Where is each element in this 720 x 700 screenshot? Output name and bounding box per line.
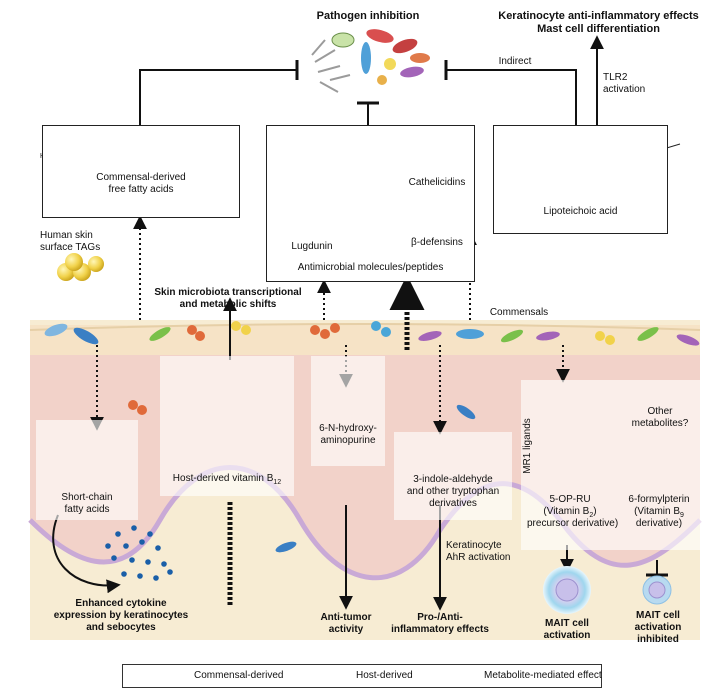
antitumor-label-line2: activity (328, 624, 364, 635)
mait-inhibited-line3: inhibited (637, 634, 679, 645)
lta-inhibit-line (446, 69, 577, 125)
legend-metabolite-label: Metabolite-mediated effect (484, 670, 602, 681)
ffa-label-line1: Commensal-derived (96, 172, 186, 183)
ffa-inhibit-line (139, 69, 297, 125)
antitumor-label-line1: Anti-tumor (320, 612, 372, 623)
legend-commensal-label: Commensal-derived (194, 670, 284, 681)
hydroxy-label-line1: 6-N-hydroxy- (319, 423, 377, 434)
fp-label-line1: 6-formylpterin (628, 494, 690, 505)
mast-cell-label: Mast cell differentiation (537, 23, 660, 35)
proanti-label-line1: Pro-/Anti- (417, 612, 463, 623)
skin-microbiota-label-line2: and metabolic shifts (179, 299, 277, 310)
tag-balls (57, 253, 104, 281)
mait-cell-activated (543, 566, 591, 614)
fp-label-line2: (Vitamin B9 (634, 506, 684, 519)
ffa-label-line2: free fatty acids (108, 184, 174, 195)
cathelicidins-label: Cathelicidins (408, 177, 466, 188)
proanti-label-line2: inflammatory effects (391, 624, 489, 635)
pathogen-cluster (311, 29, 430, 93)
mait-activation-line2: activation (543, 630, 591, 641)
surface-commensals (44, 321, 700, 346)
tlr2-label: TLR2 (603, 72, 628, 83)
legend (122, 664, 602, 688)
lugdunin-label: Lugdunin (291, 241, 333, 252)
fp-label-line3: derivative) (635, 518, 683, 529)
indole-label-line1: 3-indole-aldehyde (413, 474, 493, 485)
legend-host-label: Host-derived (356, 670, 413, 681)
cytokine-label-line1: Enhanced cytokine (75, 598, 167, 609)
free-fatty-acids-box (42, 125, 240, 218)
scfa-label-line1: Short-chain (61, 492, 113, 503)
tlr2-activation-label: activation (603, 84, 646, 95)
keratinocyte-ahr-line2: AhR activation (446, 552, 511, 563)
indole-panel (394, 432, 512, 520)
b12-label: Host-derived vitamin B12 (172, 473, 282, 486)
mr1-ligands-label: MR1 ligands (522, 418, 533, 474)
scfa-label-line2: fatty acids (64, 504, 110, 515)
commensals-label: Commensals (489, 307, 549, 318)
cytokine-label-line3: and sebocytes (86, 622, 156, 633)
cytokine-dots (105, 525, 173, 581)
indole-label-line3: derivatives (429, 498, 477, 509)
hydroxy-panel (311, 356, 385, 466)
scfa-panel (36, 420, 138, 520)
surface-tags-label: surface TAGs (40, 242, 101, 253)
pathogen-inhibition-label: Pathogen inhibition (316, 10, 420, 22)
metabolite-arrows (52, 297, 668, 611)
skin-microbiota-label-line1: Skin microbiota transcriptional (154, 287, 302, 298)
indole-label-line2: and other tryptophan (406, 486, 500, 497)
hydroxy-label-line2: aminopurine (320, 435, 376, 446)
mait-inhibited-line1: MAIT cell (636, 610, 680, 621)
host-dashed-arrows (227, 275, 425, 605)
human-skin-label: Human skin (40, 230, 93, 241)
mait-inhibited-line2: activation (634, 622, 682, 633)
opru-label-line3: precursor derivative) (527, 518, 619, 529)
antimicrobial-label: Antimicrobial molecules/peptides (297, 262, 444, 273)
lipoteichoic-box (493, 125, 668, 234)
b12-panel (160, 356, 294, 496)
defensins-label: β-defensins (411, 237, 463, 248)
lipoteichoic-label: Lipoteichoic acid (543, 206, 618, 217)
keratinocyte-ahr-line1: Keratinocyte (446, 540, 502, 551)
mr1-panel (521, 380, 711, 550)
keratinocyte-effects-label: Keratinocyte anti-inflammatory effects (498, 10, 699, 22)
other-metabolites-line2: metabolites? (631, 418, 689, 429)
opru-label-line2: (Vitamin B2) (543, 506, 597, 519)
antimicrobial-box (266, 125, 475, 282)
other-metabolites-line1: Other (647, 406, 673, 417)
top-connectors (139, 35, 604, 125)
cytokine-label-line2: expression by keratinocytes (53, 610, 189, 621)
mait-cell-inhibited (642, 575, 672, 605)
opru-label-line1: 5-OP-RU (549, 494, 591, 505)
indirect-label: Indirect (498, 56, 532, 67)
dermal-bacteria (128, 400, 476, 553)
mait-activation-line1: MAIT cell (545, 618, 589, 629)
